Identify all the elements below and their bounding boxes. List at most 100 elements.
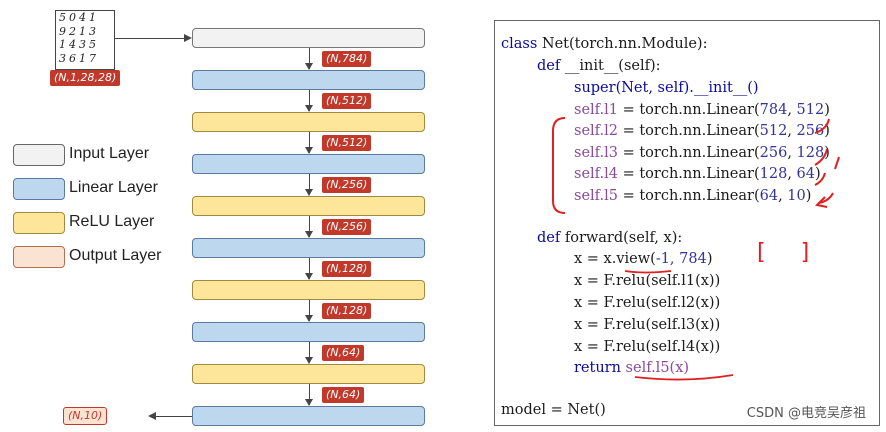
close-paren: ) — [805, 188, 812, 204]
input-arrow-head — [184, 34, 192, 42]
layer-attr: self.l3 — [574, 145, 618, 161]
code-linear-line: self.l5 = torch.nn.Linear(64, 10) — [574, 187, 811, 206]
keyword-def: def — [537, 230, 561, 246]
code-class-line: class Net(torch.nn.Module): — [501, 35, 707, 54]
view-post: ) — [706, 251, 713, 267]
legend-label-input: Input Layer — [69, 145, 150, 162]
layer-linear — [192, 322, 425, 342]
comma: , — [778, 188, 788, 204]
red-arrow-mark — [814, 118, 830, 134]
legend-label-relu: ReLU Layer — [69, 213, 155, 230]
curly-brace-mark — [552, 117, 566, 214]
shape-badge: (N,64) — [322, 345, 365, 361]
input-arrow — [114, 38, 186, 39]
return-value: self.l5(x) — [620, 360, 690, 376]
legend-swatch-relu — [13, 212, 65, 234]
flow-arrow — [305, 342, 313, 364]
layer-linear — [192, 154, 425, 174]
code-init-def: def __init__(self): — [537, 57, 661, 76]
close-paren: ) — [824, 145, 830, 161]
in-features: 64 — [759, 188, 779, 204]
flow-arrow — [305, 384, 313, 406]
code-model-line: model = Net() — [501, 402, 606, 418]
keyword-class: class — [501, 36, 538, 52]
shape-badge: (N,512) — [322, 135, 372, 151]
layer-linear — [192, 238, 425, 258]
close-paren: ) — [814, 166, 821, 182]
linear-call: = torch.nn.Linear( — [617, 123, 760, 139]
code-relu-line: x = F.relu(self.l1(x)) — [574, 273, 721, 289]
view-args: -1, 784 — [655, 251, 707, 267]
digit-row: 9213 — [59, 24, 99, 38]
shape-badge: (N,512) — [322, 93, 372, 109]
legend-swatch-linear — [13, 178, 65, 200]
init-signature: __init__(self): — [560, 58, 661, 74]
shape-badge: (N,128) — [322, 303, 372, 319]
code-relu-line: x = F.relu(self.l4(x)) — [574, 339, 721, 355]
layer-linear — [192, 406, 425, 426]
forward-signature: forward(self, x): — [560, 230, 683, 246]
close-paren: ) — [824, 123, 830, 139]
in-features: 128 — [759, 166, 788, 182]
flow-arrow — [305, 48, 313, 70]
flow-arrow — [305, 216, 313, 238]
code-panel: class Net(torch.nn.Module): def __init__… — [494, 20, 880, 426]
code-view-line: x = x.view(-1, 784) — [574, 250, 713, 269]
red-arrow-mark — [814, 196, 828, 208]
layer-linear — [192, 70, 425, 90]
legend-swatch-output — [13, 246, 65, 268]
out-features: 10 — [787, 188, 806, 204]
linear-call: = torch.nn.Linear( — [617, 145, 760, 161]
in-features: 512 — [759, 123, 788, 139]
shape-badge: (N,64) — [322, 387, 365, 403]
layer-attr: self.l5 — [574, 188, 618, 204]
class-signature: Net(torch.nn.Module): — [537, 36, 708, 52]
out-features: 64 — [796, 166, 815, 182]
bracket-annotation: [ ] — [757, 240, 824, 265]
code-super-line: super(Net, self).__init__() — [574, 80, 759, 96]
code-relu-line: x = F.relu(self.l2(x)) — [574, 295, 721, 311]
shape-badge: (N,256) — [322, 219, 372, 235]
shape-badge: (N,128) — [322, 261, 372, 277]
comma: , — [787, 145, 797, 161]
flow-arrow — [305, 174, 313, 196]
out-features: 512 — [796, 102, 825, 118]
code-relu-line: x = F.relu(self.l3(x)) — [574, 317, 721, 333]
red-annotations — [552, 117, 840, 381]
out-features: 256 — [796, 123, 825, 139]
digit-row: 1435 — [59, 38, 99, 51]
code-linear-line: self.l1 = torch.nn.Linear(784, 512) — [574, 101, 830, 120]
output-arrow-head — [148, 412, 156, 420]
layer-relu — [192, 280, 425, 300]
digit-row: 3617 — [59, 51, 99, 65]
underline-mark — [624, 270, 672, 274]
layer-attr: self.l1 — [574, 102, 618, 118]
out-features: 128 — [796, 145, 825, 161]
layer-relu — [192, 364, 425, 384]
legend-label-output: Output Layer — [69, 247, 162, 264]
watermark: CSDN @电竞吴彦祖 — [746, 406, 866, 421]
legend-swatch-input — [13, 144, 65, 166]
close-paren: ) — [824, 102, 830, 118]
code-forward-def: def forward(self, x): — [537, 229, 682, 248]
in-features: 256 — [759, 145, 788, 161]
view-pre: x = x.view( — [574, 251, 656, 267]
underline-mark — [634, 374, 734, 381]
red-arrow-mark — [814, 172, 826, 186]
linear-call: = torch.nn.Linear( — [617, 188, 760, 204]
legend-label-linear: Linear Layer — [69, 179, 158, 196]
input-shape-badge: (N,1,28,28) — [50, 70, 121, 86]
linear-call: = torch.nn.Linear( — [617, 166, 760, 182]
layer-relu — [192, 196, 425, 216]
flow-arrow — [305, 132, 313, 154]
linear-call: = torch.nn.Linear( — [617, 102, 760, 118]
layer-attr: self.l2 — [574, 123, 618, 139]
comma: , — [787, 166, 797, 182]
keyword-return: return — [574, 360, 621, 376]
comma: , — [787, 102, 797, 118]
red-arrow-mark — [814, 148, 828, 166]
input-digit-image: 5041 9213 1435 3617 — [55, 10, 115, 70]
layer-input — [192, 28, 425, 48]
comma: , — [787, 123, 797, 139]
code-linear-line: self.l3 = torch.nn.Linear(256, 128) — [574, 144, 830, 163]
